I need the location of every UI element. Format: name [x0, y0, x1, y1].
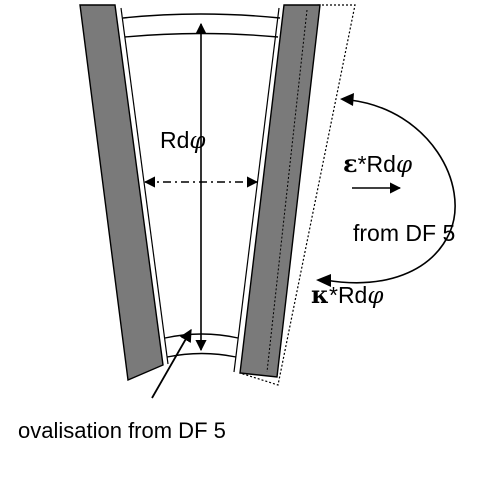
df5-loop-arrowhead-bottom: [316, 274, 331, 287]
ovalisation-label: ovalisation from DF 5: [18, 418, 226, 443]
ovalisation-pointer-arrow: [151, 328, 192, 399]
bottom-lower-arc: [166, 352, 237, 358]
df5-loop-curve: [324, 99, 456, 284]
right-wall-dotted-line: [266, 9, 308, 373]
epsilon-greek: φ: [396, 152, 413, 178]
rdphi-greek: φ: [189, 128, 206, 154]
from-df5-label: from DF 5: [353, 220, 455, 246]
right-wall-segment: [239, 4, 321, 378]
left-wall-segment: [79, 4, 164, 382]
right-wall-inner-line: [233, 7, 280, 373]
epsilon-symbol: ε: [343, 149, 358, 178]
kappa-rdphi-label: κ*Rdφ: [311, 280, 384, 309]
kappa-greek: φ: [367, 283, 384, 309]
epsilon-rdphi-label: ε*Rdφ: [343, 149, 413, 178]
top-outer-arc: [122, 13, 281, 19]
kappa-symbol: κ: [311, 280, 329, 309]
rdphi-label: Rdφ: [160, 127, 206, 154]
df5-loop-arrowhead-top: [340, 93, 354, 106]
